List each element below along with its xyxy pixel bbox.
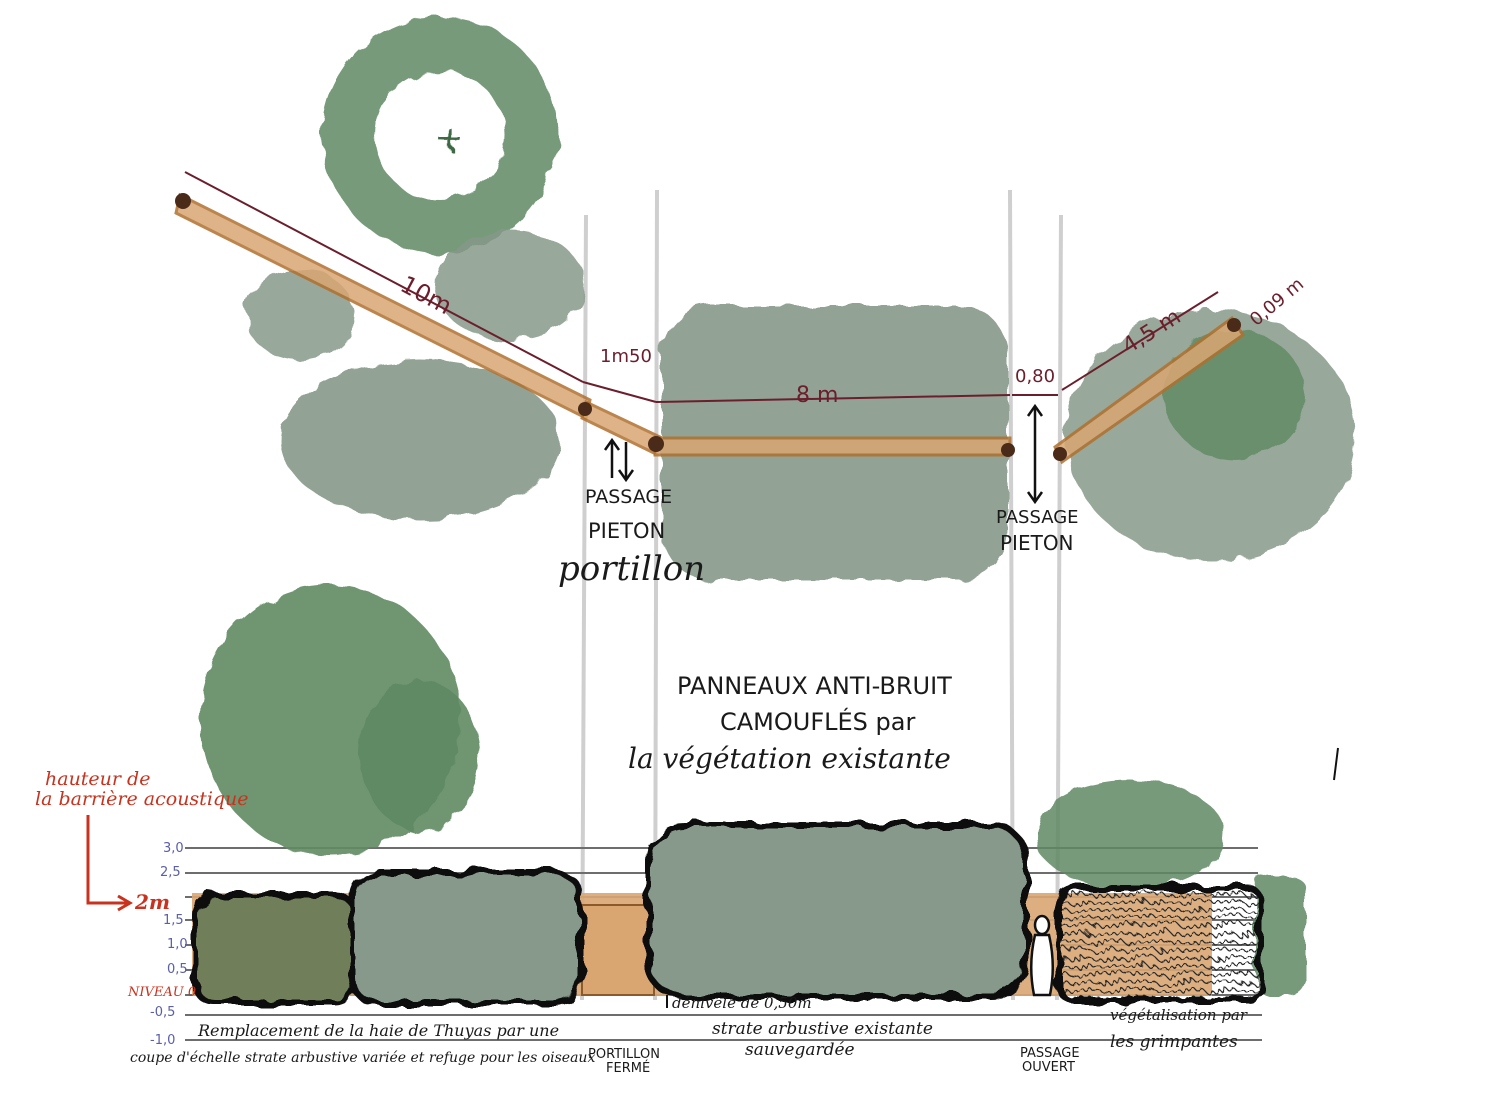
section-captions: Remplacement de la haie de Thuyas par un… <box>130 1006 1248 1076</box>
level-neg-1-0: -1,0 <box>150 1033 175 1048</box>
passage-2-line1: PASSAGE <box>996 507 1079 528</box>
passage-1-line1: PASSAGE <box>585 486 672 508</box>
passage-arrows <box>603 403 1044 505</box>
dimension-lines <box>184 171 1219 403</box>
dim-0-80: 0,80 <box>1015 366 1055 387</box>
level-neg-0-5: -0,5 <box>150 1005 175 1020</box>
denivele-label: dénivelé de 0,50m <box>672 994 812 1012</box>
level-3-0: 3,0 <box>163 841 184 856</box>
shrub-plan-left-top <box>245 270 355 360</box>
acoustic-panels-plan <box>174 192 1246 465</box>
passage-labels: PASSAGE PIETON portillon PASSAGE PIETON <box>558 486 1079 589</box>
caption-portillon-line1: PORTILLON <box>588 1047 660 1062</box>
barrier-height-marker <box>86 815 133 912</box>
panel-posts <box>175 193 1241 461</box>
shrub-plan-left-mid <box>435 230 585 340</box>
barrier-height-value: 2m <box>134 890 170 914</box>
hedge-left-2 <box>349 869 583 1006</box>
barrier-label-line1: hauteur de <box>45 768 150 790</box>
caption-left-line2: coupe d'échelle strate arbustive variée … <box>130 1050 595 1066</box>
caption-right-line1: végétalisation par <box>1110 1006 1248 1024</box>
dim-1m50: 1m50 <box>600 346 652 367</box>
dim-0-09m: 0,09 m <box>1246 274 1308 331</box>
level-0-5: 0,5 <box>167 962 188 977</box>
level-1-0: 1,0 <box>167 937 188 952</box>
note-line1: PANNEAUX ANTI-BRUIT <box>677 672 952 700</box>
palm-right-section <box>1035 780 1225 890</box>
hedge-left-1 <box>192 892 358 1006</box>
note-line2: CAMOUFLÉS par <box>720 707 915 736</box>
barrier-label-line2: la barrière acoustique <box>35 788 249 810</box>
hedge-right <box>1057 885 1263 1003</box>
caption-portillon-line2: FERMÉ <box>606 1060 650 1076</box>
note-line3: la végétation existante <box>628 742 951 775</box>
section-hedges <box>192 822 1263 1006</box>
passage-2-line2: PIETON <box>1000 531 1074 555</box>
hedge-middle <box>645 822 1029 1000</box>
portillon-label: portillon <box>558 549 705 589</box>
shrub-plan-left <box>280 360 560 520</box>
level-2-5: 2,5 <box>160 865 181 880</box>
level-0: NIVEAU 0 <box>127 985 196 1000</box>
caption-left-line1: Remplacement de la haie de Thuyas par un… <box>197 1021 559 1040</box>
level-1-5: 1,5 <box>163 913 184 928</box>
passage-1-line2: PIETON <box>588 519 665 543</box>
caption-passage-line2: OUVERT <box>1022 1060 1075 1075</box>
person-figure <box>1030 914 1054 997</box>
anti-noise-note: PANNEAUX ANTI-BRUIT CAMOUFLÉS par la vég… <box>628 672 952 775</box>
caption-middle-line2: sauvegardée <box>745 1040 855 1060</box>
section-tree <box>200 585 1305 995</box>
caption-passage-line1: PASSAGE <box>1020 1046 1080 1061</box>
caption-middle-line1: strate arbustive existante <box>712 1019 933 1039</box>
dim-8m: 8 m <box>796 383 838 408</box>
svg-text:+: + <box>436 119 465 159</box>
caption-right-line2: les grimpantes <box>1110 1032 1238 1052</box>
level-labels: 3,0 2,5 1,5 1,0 0,5 NIVEAU 0 -0,5 -1,0 <box>127 841 196 1048</box>
